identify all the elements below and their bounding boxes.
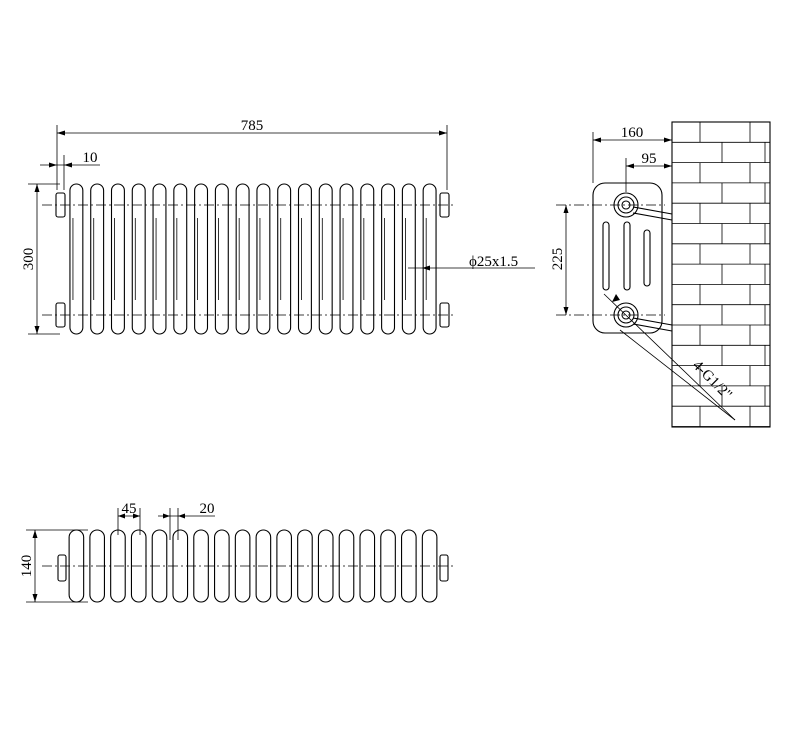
radiator-side-slot-1 (602, 221, 610, 291)
radiator-side-slot-3 (643, 229, 651, 287)
front-column (339, 183, 354, 335)
radiator-side-body (592, 182, 663, 334)
connection-size-label: 4-G1/2" (689, 358, 735, 404)
front-view: 785 10 300 ϕ25x1.5 (21, 118, 535, 335)
centres-dim-arrow-top (563, 205, 569, 213)
top-left-end-cap (57, 554, 67, 582)
pitch-dim-arrow-right (133, 513, 140, 519)
height-dim-arrow-bottom (34, 326, 40, 334)
front-column (110, 183, 125, 335)
front-column (297, 183, 312, 335)
gap-dimension-label: 20 (200, 501, 215, 517)
front-column (90, 183, 105, 335)
connection-leader-branch (619, 329, 736, 421)
offset-dim-arrow-left (49, 162, 57, 168)
front-column (318, 183, 333, 335)
wall-gap-dim-arrow-left (626, 163, 634, 169)
front-column (256, 183, 271, 335)
depth-dim-arrow-right (664, 137, 672, 143)
side-view: 225 160 95 4-G1/2" (550, 121, 771, 428)
front-columns (69, 183, 437, 335)
tube-size-label: ϕ25x1.5 (469, 254, 518, 270)
offset-dimension-label: 10 (83, 150, 98, 166)
bottom-bracket (632, 317, 673, 332)
front-column (152, 183, 167, 335)
gap-dim-arrow-right (178, 513, 185, 519)
width-dimension-label: 785 (241, 118, 264, 134)
front-column (131, 183, 146, 335)
height-dim-arrow-top (34, 184, 40, 192)
top-depth-dim-arrow-top (32, 530, 38, 538)
top-view: 140 45 20 (19, 501, 456, 603)
gap-dim-arrow-left (163, 513, 170, 519)
offset-dim-arrow-right (64, 162, 72, 168)
front-column (360, 183, 375, 335)
top-column (255, 529, 272, 603)
front-column (69, 183, 84, 335)
pitch-dimension-label: 45 (122, 501, 137, 517)
wall-gap-dimension-label: 95 (642, 151, 657, 167)
wall-gap-dim-arrow-right (664, 163, 672, 169)
top-right-end-cap (439, 554, 449, 582)
front-column (401, 183, 416, 335)
height-dimension-label: 300 (21, 248, 37, 271)
depth-dimension-label: 160 (621, 125, 644, 141)
front-column (194, 183, 209, 335)
top-depth-dim-arrow-bottom (32, 594, 38, 602)
width-dim-arrow-right (439, 130, 447, 136)
centres-dim-arrow-bottom (563, 307, 569, 315)
depth-dim-arrow-left (593, 137, 601, 143)
top-bracket (632, 206, 673, 221)
front-column (235, 183, 250, 335)
front-column (422, 183, 437, 335)
radiator-side-slot-2 (623, 221, 631, 291)
tube-leader-arrow (422, 265, 430, 271)
front-column (214, 183, 229, 335)
wall (671, 121, 771, 428)
connection-leader-line (603, 293, 736, 421)
top-depth-dimension-label: 140 (19, 555, 35, 578)
front-column (381, 183, 396, 335)
pitch-dim-arrow-left (118, 513, 125, 519)
width-dim-arrow-left (57, 130, 65, 136)
front-column (277, 183, 292, 335)
centres-dimension-label: 225 (550, 248, 566, 271)
front-column (173, 183, 188, 335)
connection-leader-arrow (612, 294, 620, 302)
wall-bricks (672, 122, 770, 427)
